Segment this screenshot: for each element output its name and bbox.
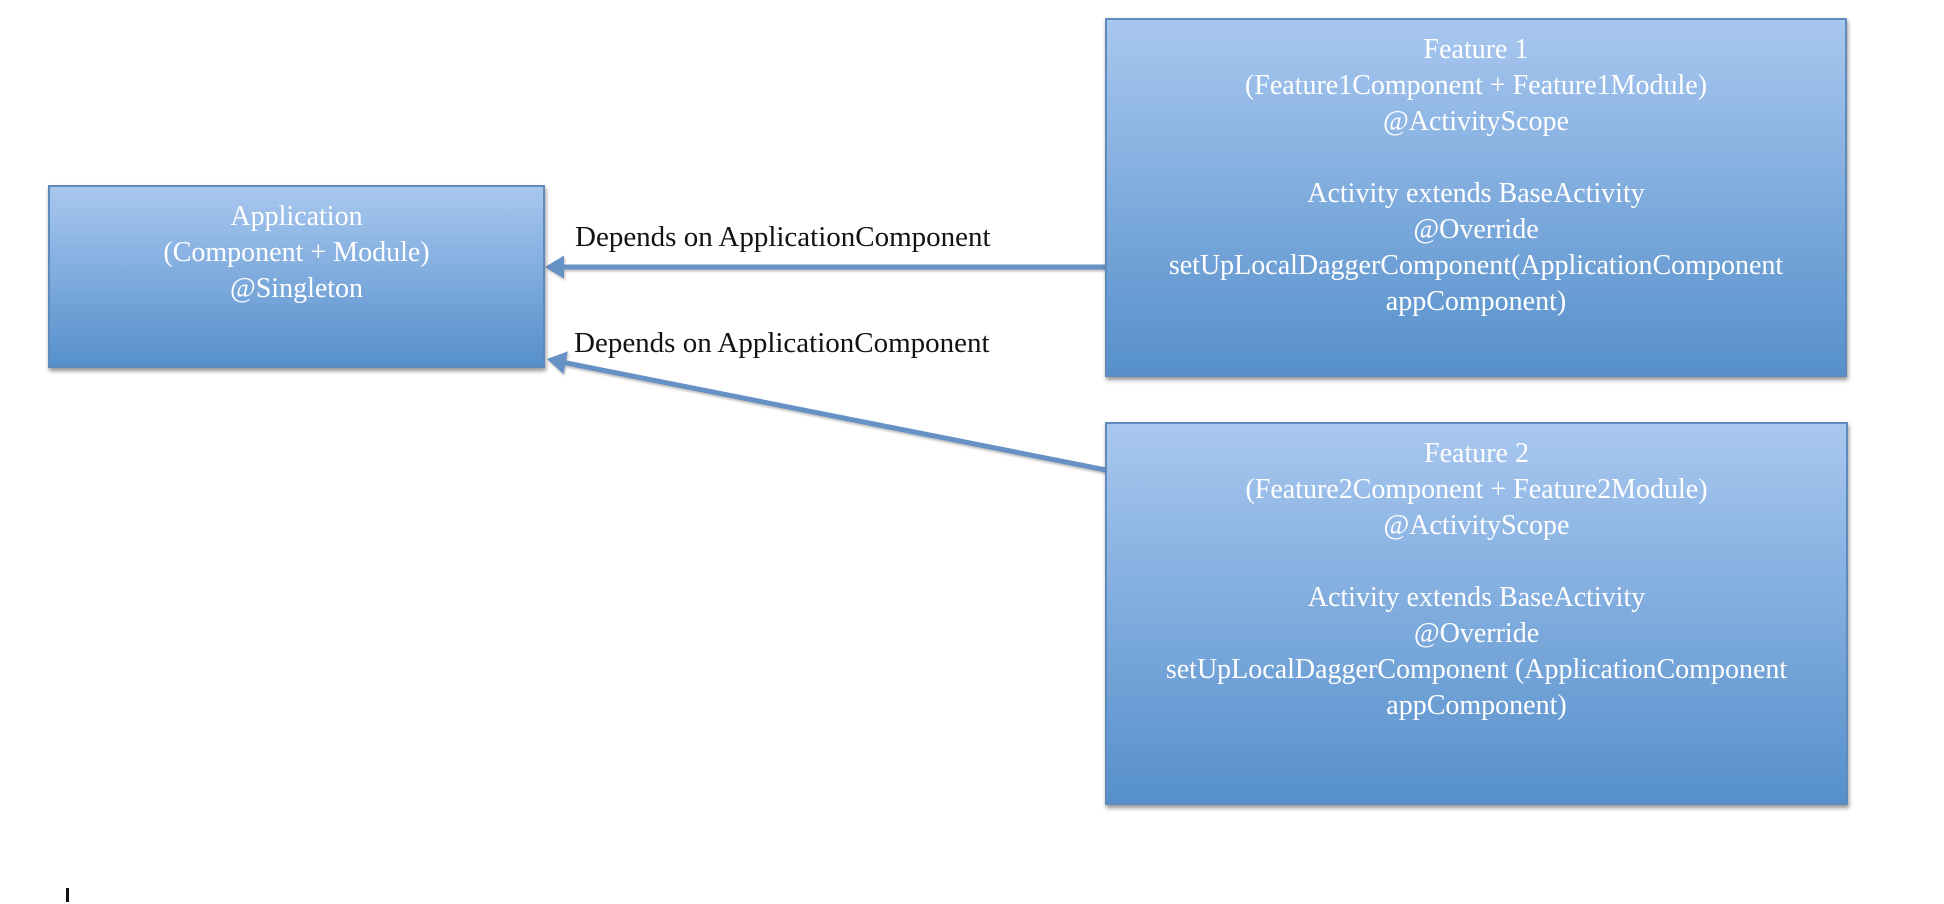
edge-label-feature2-dependency: Depends on ApplicationComponent — [574, 327, 990, 359]
application-title: Application — [230, 201, 363, 232]
text-caret — [66, 888, 69, 902]
edge-label-feature1-dependency: Depends on ApplicationComponent — [575, 221, 991, 253]
feature1-setup-method: setUpLocalDaggerComponent(ApplicationCom… — [1168, 250, 1784, 281]
application-node: Application (Component + Module) @Single… — [48, 185, 545, 368]
arrow-feature2-head-icon — [547, 351, 568, 374]
feature2-scope: @ActivityScope — [1383, 510, 1570, 541]
feature1-activity-extends: Activity extends BaseActivity — [1307, 178, 1645, 209]
application-scope: @Singleton — [229, 273, 364, 304]
feature2-title: Feature 2 — [1424, 438, 1529, 469]
feature1-blank-line — [1107, 140, 1845, 176]
feature1-title: Feature 1 — [1423, 34, 1529, 65]
feature2-blank-line — [1107, 544, 1846, 580]
feature2-activity-extends: Activity extends BaseActivity — [1307, 582, 1646, 613]
feature1-node: Feature 1 (Feature1Component + Feature1M… — [1105, 18, 1847, 377]
arrow-feature1-to-application — [545, 255, 1106, 279]
feature1-scope: @ActivityScope — [1383, 106, 1569, 137]
feature1-setup-arg: appComponent) — [1385, 286, 1567, 317]
feature2-override: @Override — [1413, 618, 1540, 649]
arrow-feature1-head-icon — [545, 255, 564, 279]
feature1-override: @Override — [1413, 214, 1539, 245]
feature1-component-module: (Feature1Component + Feature1Module) — [1244, 70, 1708, 101]
arrow-feature2-line — [563, 360, 1107, 473]
feature2-component-module: (Feature2Component + Feature2Module) — [1245, 474, 1708, 505]
feature2-setup-method: setUpLocalDaggerComponent (ApplicationCo… — [1165, 654, 1788, 685]
application-component-module: (Component + Module) — [163, 237, 430, 268]
feature2-node: Feature 2 (Feature2Component + Feature2M… — [1105, 422, 1848, 805]
feature2-setup-arg: appComponent) — [1386, 690, 1567, 721]
arrow-feature2-to-application — [547, 351, 1107, 473]
